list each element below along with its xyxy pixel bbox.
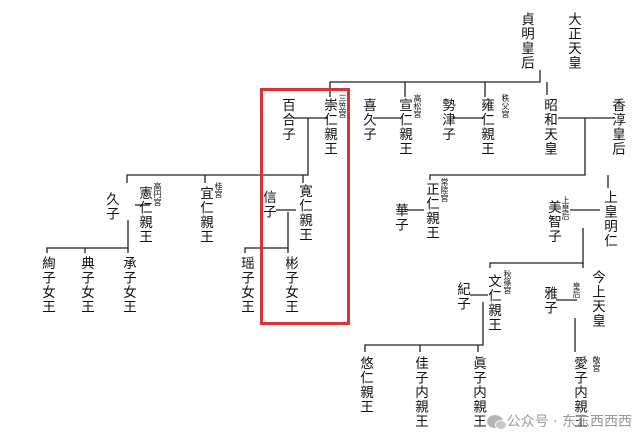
wechat-icon: [486, 414, 507, 430]
person-naruhito: 今上天皇: [589, 270, 605, 328]
person-yoko: 瑶子女王: [238, 256, 254, 314]
title-chichibu: 秩父宮: [501, 94, 510, 118]
title-katsura: 桂宮: [214, 182, 223, 198]
title-takamado: 高円宮: [153, 182, 162, 206]
person-setsuko: 勢津子: [439, 98, 455, 142]
person-tsuguko: 承子女王: [120, 256, 136, 314]
person-mikasa: 崇仁親王: [321, 98, 337, 156]
person-hanako: 華子: [392, 203, 408, 232]
person-masako: 雅子: [541, 286, 557, 315]
person-tomohito: 寛仁親王: [296, 184, 312, 242]
person-katsura: 宜仁親王: [197, 186, 213, 244]
person-kikuko: 喜久子: [360, 98, 376, 142]
title-hitachi: 常陸宮: [440, 178, 449, 202]
title-masako: 皇后: [572, 282, 581, 298]
person-chichibu: 雍仁親王: [478, 98, 494, 156]
person-aiko: 愛子内親王: [571, 356, 587, 429]
person-takamatsu: 宣仁親王: [396, 98, 412, 156]
person-michiko: 美智子: [545, 200, 561, 244]
person-kiko: 紀子: [454, 282, 470, 311]
watermark-text: 公众号 · 东东西西西: [506, 414, 632, 430]
title-michiko: 上皇后: [561, 196, 570, 220]
person-kojun: 香淳皇后: [609, 98, 625, 156]
person-noriko: 典子女王: [78, 256, 94, 314]
title-akishino: 秋篠宮: [503, 270, 512, 294]
title-takamatsu: 高松宮: [413, 94, 422, 118]
person-teimei: 貞明皇后: [518, 12, 534, 70]
watermark: 公众号 · 东东西西西: [486, 411, 632, 431]
person-mako: 眞子内親王: [470, 356, 486, 429]
person-taisho: 大正天皇: [565, 12, 581, 70]
person-akihito: 上皇明仁: [601, 190, 617, 248]
title-aiko: 敬宮: [592, 356, 601, 372]
person-hitachi: 正仁親王: [423, 182, 439, 240]
person-hisako: 久子: [103, 192, 119, 221]
person-ayako: 絢子女王: [39, 256, 55, 314]
person-takamado: 憲仁親王: [136, 186, 152, 244]
person-nobuko: 信子: [260, 190, 276, 219]
person-showa: 昭和天皇: [541, 98, 557, 156]
person-akishino: 文仁親王: [485, 274, 501, 332]
person-akiko: 彬子女王: [282, 256, 298, 314]
person-yuriko: 百合子: [279, 98, 295, 142]
title-mikasa: 三笠宮: [338, 94, 347, 118]
person-kako: 佳子内親王: [412, 356, 428, 429]
person-hisahito: 悠仁親王: [357, 356, 373, 414]
highlight-box-mikasa-line: [260, 88, 350, 325]
